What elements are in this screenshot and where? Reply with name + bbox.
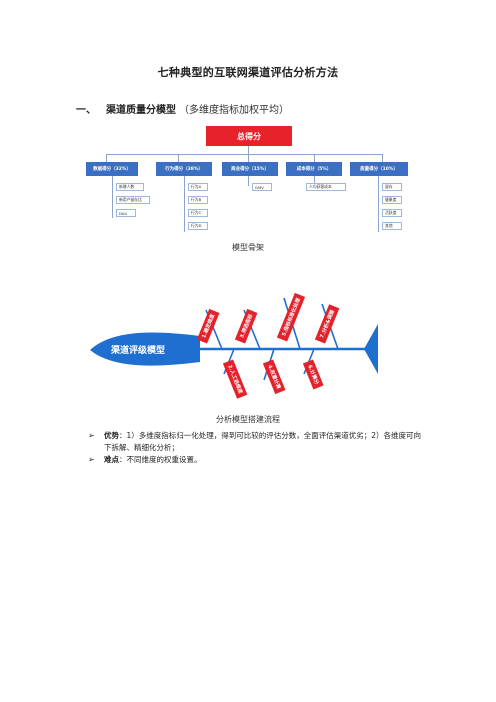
tree-leaf: 新用户留存比 xyxy=(116,196,150,204)
section-subtitle: （多维度指标加权平均） xyxy=(179,105,289,116)
fish-tail-shape xyxy=(364,324,378,374)
tree-category-quality: 质量得分（10%） xyxy=(350,162,408,176)
tree-leaf: GMV xyxy=(252,183,272,191)
caption-analysis-flow: 分析模型搭建流程 xyxy=(216,415,280,424)
section-heading: 一、渠道质量分模型（多维度指标加权平均） xyxy=(76,101,289,116)
bullet-list: ➢ 优势：1）多维度指标归一化处理，得到可比较的评估分数，全面评估渠道优劣；2）… xyxy=(88,430,428,466)
document-title: 七种典型的互联网渠道评估分析方法 xyxy=(157,66,339,79)
tree-root-total-score: 总得分 xyxy=(206,126,292,146)
fishbone-diagram: 渠道评级模型 1.确定维度 3.筛选指标 5.指标标准化处理 7.分析&调整 2… xyxy=(82,258,382,400)
bullet-text: ：1）多维度指标归一化处理，得到可比较的评估分数，全面评估渠道优劣；2）各维度可… xyxy=(104,431,422,452)
section-number: 一、 xyxy=(76,105,96,116)
tree-leaf: 其他 xyxy=(382,222,402,230)
bullet-key: 难点 xyxy=(104,455,119,464)
arrow-bullet-icon: ➢ xyxy=(88,431,95,440)
tree-leaf: 留存 xyxy=(382,183,402,191)
tree-leaf: DAU xyxy=(116,209,136,217)
section-title: 渠道质量分模型 xyxy=(106,105,176,116)
tree-leaf: 行为B xyxy=(188,196,208,204)
tree-category-cost: 成本得分（5%） xyxy=(286,162,342,176)
fish-head-label: 渠道评级模型 xyxy=(110,346,165,356)
tree-leaf: 新增人数 xyxy=(116,183,144,191)
tree-leaf: 健康度 xyxy=(382,196,402,204)
tree-category-business: 商业得分（15%） xyxy=(222,162,278,176)
bullet-difficulty: ➢ 难点：不同维度的权重设置。 xyxy=(88,454,428,466)
tree-leaf: 行为D xyxy=(188,222,208,230)
arrow-bullet-icon: ➢ xyxy=(88,455,95,464)
caption-model-skeleton: 模型骨架 xyxy=(232,243,264,252)
tree-category-data: 数据得分（32%） xyxy=(86,162,138,176)
tree-leaf: 人均获客成本 xyxy=(306,183,346,191)
tree-leaf: 活跃度 xyxy=(382,209,402,217)
bullet-text: ：不同维度的权重设置。 xyxy=(119,455,202,464)
tree-leaf: 行为C xyxy=(188,209,208,217)
tree-category-behavior: 行为得分（38%） xyxy=(156,162,212,176)
tree-leaf: 行为A xyxy=(188,183,208,191)
model-skeleton-diagram: 总得分 数据得分（32%） 行为得分（38%） 商业得分（15%） 成本得分（5… xyxy=(86,126,408,236)
bullet-key: 优势 xyxy=(104,431,119,440)
bullet-advantage: ➢ 优势：1）多维度指标归一化处理，得到可比较的评估分数，全面评估渠道优劣；2）… xyxy=(88,430,428,454)
fish-head-shape xyxy=(90,332,200,366)
